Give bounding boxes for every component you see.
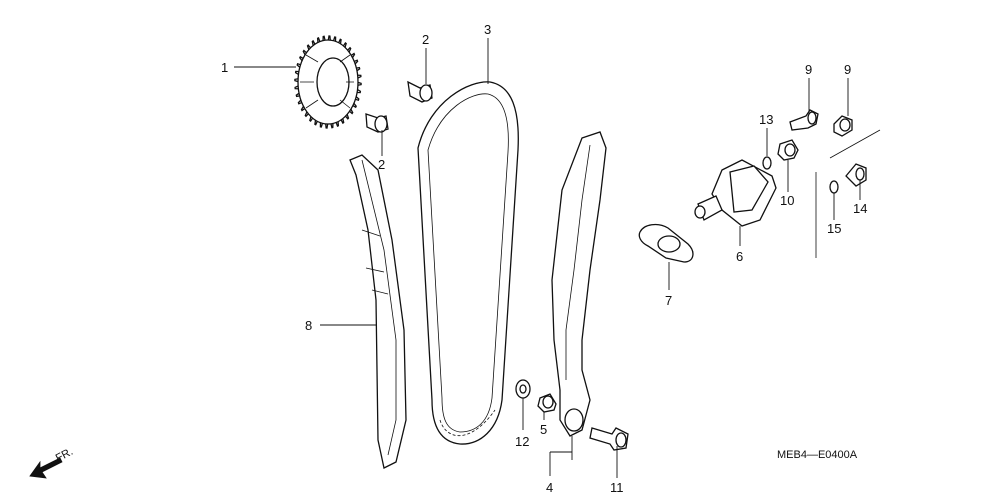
lifter-bolt-10-part — [777, 139, 799, 161]
callout-12: 12 — [515, 434, 529, 449]
lifter-mounting-bolt-left — [789, 109, 819, 131]
leader-lines — [234, 38, 861, 478]
callout-11: 11 — [610, 480, 624, 495]
chain-links-lower — [439, 409, 496, 437]
callout-7: 7 — [665, 293, 672, 308]
front-arrow-icon: FR. — [29, 446, 75, 479]
callout-13: 13 — [759, 112, 773, 127]
lifter-mounting-bolt-right — [833, 115, 853, 137]
tensioner-lifter-6-part — [694, 159, 777, 227]
collar-5-part — [537, 393, 557, 413]
callout-1: 1 — [221, 60, 228, 75]
sealing-washer-13-part — [762, 156, 772, 170]
pivot-bolt-11-part — [589, 427, 629, 451]
callout-9-left: 9 — [805, 62, 812, 77]
callout-8: 8 — [305, 318, 312, 333]
cam-chain-guide-part — [349, 154, 407, 469]
front-arrow-label: FR. — [54, 446, 75, 465]
callout-2-upper: 2 — [422, 32, 429, 47]
sprocket-bolt-lower — [365, 113, 389, 133]
diagram-code: MEB4—E0400A — [777, 449, 858, 461]
sealing-bolt-14-part — [845, 163, 867, 187]
tensioner-gasket-7-part — [638, 223, 694, 263]
callout-5: 5 — [540, 422, 547, 437]
callout-14: 14 — [853, 201, 867, 216]
callout-10: 10 — [780, 193, 794, 208]
tensioner-arm-part — [551, 131, 607, 437]
washer-15-part — [829, 180, 839, 194]
washer-12-part — [515, 379, 531, 399]
sprocket-bolt-upper — [407, 80, 433, 103]
callout-9-right: 9 — [844, 62, 851, 77]
sprocket-spokes — [300, 54, 354, 109]
cam-chain-part — [417, 81, 519, 445]
cam-sprocket-part — [294, 35, 362, 129]
callout-3: 3 — [484, 22, 491, 37]
callout-4: 4 — [546, 480, 553, 495]
callout-15: 15 — [827, 221, 841, 236]
chain-links-upper — [417, 81, 491, 149]
callout-2-lower: 2 — [378, 157, 385, 172]
sprocket-center-hole — [316, 57, 350, 107]
inset-frame-lines — [815, 129, 881, 258]
tensioner-arm-pivot-hole — [564, 408, 584, 432]
callout-6: 6 — [736, 249, 743, 264]
